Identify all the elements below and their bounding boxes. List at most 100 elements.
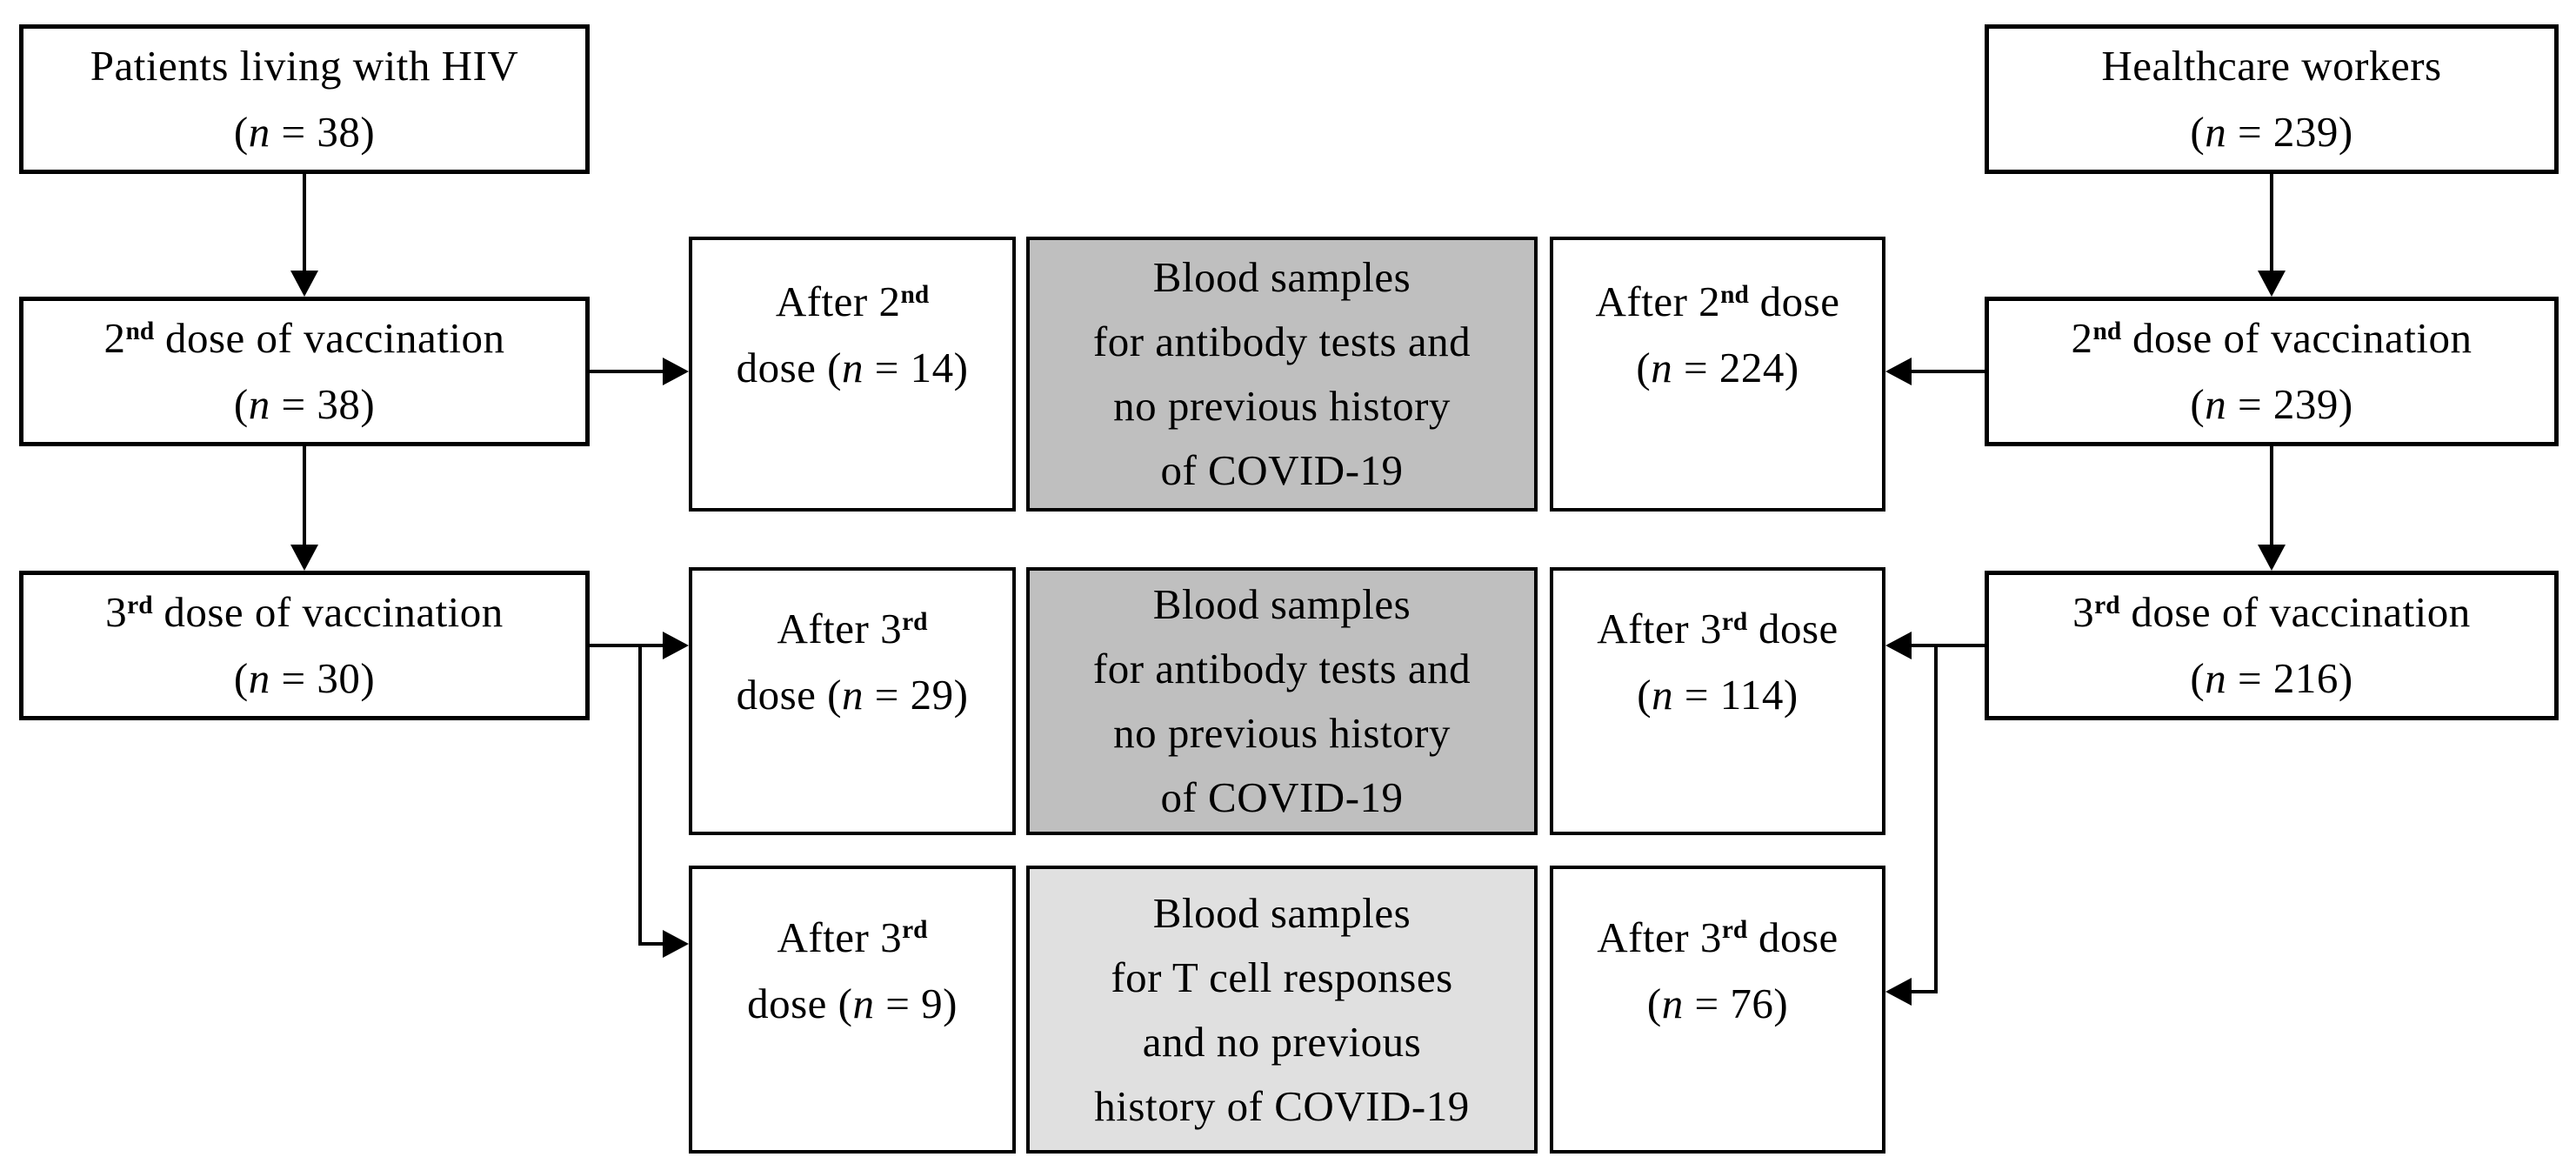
n-variable: n	[841, 671, 864, 719]
title-text: After 2	[1595, 278, 1721, 325]
n-variable: n	[248, 380, 270, 428]
ordinal-suffix: nd	[1720, 280, 1749, 309]
arrow-hiv-dose2-to-dose3	[290, 446, 318, 571]
ordinal-number: 3	[2072, 588, 2095, 636]
paren-open: (	[1636, 344, 1652, 391]
sample-line: history of COVID-19	[1094, 1081, 1470, 1130]
arrow-hcw-cohort-to-dose2	[2258, 174, 2286, 297]
n-value: = 239)	[2226, 108, 2353, 156]
ordinal-suffix: rd	[127, 591, 153, 619]
box-title: After 3rd dose	[1597, 596, 1839, 662]
sample-line: Blood samples	[1152, 888, 1411, 937]
box-hcw-after-dose3-antibody: After 3rd dose (n = 114)	[1550, 567, 1885, 835]
arrow-hcw-dose2-to-dose3	[2258, 446, 2286, 571]
box-n-count: (n = 114)	[1637, 662, 1798, 728]
box-n-count: dose (n = 9)	[747, 971, 958, 1037]
ordinal-number: 2	[103, 314, 126, 362]
box-title: After 2nd	[776, 269, 929, 335]
arrow-hiv-dose3-to-after-dose3-tcell	[638, 645, 689, 958]
title-text: After 3	[1597, 913, 1722, 961]
sample-line: for antibody tests and	[1092, 645, 1472, 692]
arrow-hiv-cohort-to-dose2	[290, 174, 318, 297]
n-variable: n	[852, 979, 875, 1027]
ordinal-suffix: rd	[902, 916, 928, 945]
dose-paren-open: dose (	[747, 979, 853, 1027]
title-text: After 3	[1597, 605, 1722, 652]
paren-open: (	[1637, 671, 1652, 719]
n-value: = 30)	[270, 654, 376, 702]
title-text-post: dose	[1747, 913, 1839, 961]
n-variable: n	[2205, 108, 2227, 156]
box-hcw-after-dose2: After 2nd dose (n = 224)	[1550, 237, 1885, 512]
box-n-count: (n = 38)	[234, 371, 375, 438]
ordinal-suffix: nd	[125, 317, 155, 345]
title-text: dose of vaccination	[154, 314, 505, 362]
box-title: Healthcare workers	[2101, 42, 2442, 90]
ordinal-suffix: rd	[1721, 916, 1748, 945]
n-value: = 14)	[863, 344, 969, 391]
box-title: Patients living with HIV	[90, 42, 519, 90]
ordinal-suffix: rd	[902, 607, 928, 636]
n-variable: n	[248, 108, 270, 156]
paren-open: (	[233, 654, 249, 702]
paren-open: (	[233, 108, 249, 156]
arrow-hcw-dose2-to-after-dose2	[1885, 358, 1985, 385]
box-blood-samples-antibody-row1: Blood samples for antibody tests and no …	[1026, 237, 1538, 512]
title-text-post: dose	[1748, 278, 1840, 325]
box-hiv-after-dose3-antibody: After 3rd dose (n = 29)	[689, 567, 1016, 835]
box-title: 2nd dose of vaccination	[104, 305, 505, 371]
box-title: 3rd dose of vaccination	[105, 579, 504, 645]
ordinal-suffix: nd	[2092, 317, 2122, 345]
n-value: = 239)	[2226, 380, 2353, 428]
sample-line: for antibody tests and	[1092, 318, 1472, 365]
box-hiv-after-dose3-tcell: After 3rd dose (n = 9)	[689, 866, 1016, 1154]
n-variable: n	[841, 344, 864, 391]
n-variable: n	[2205, 380, 2227, 428]
ordinal-suffix: rd	[2094, 591, 2120, 619]
ordinal-suffix: nd	[900, 280, 930, 309]
box-hiv-after-dose2: After 2nd dose (n = 14)	[689, 237, 1016, 512]
sample-line: no previous history	[1113, 382, 1451, 430]
box-patients-hiv-cohort: Patients living with HIV (n = 38)	[19, 24, 590, 174]
n-value: = 216)	[2226, 654, 2353, 702]
box-title: After 3rd	[777, 905, 927, 971]
sample-line: for T cell responses	[1111, 953, 1453, 1001]
box-hiv-dose2: 2nd dose of vaccination (n = 38)	[19, 297, 590, 446]
box-n-count: dose (n = 29)	[737, 662, 969, 728]
box-n-count: (n = 239)	[2190, 99, 2352, 165]
box-hiv-dose3: 3rd dose of vaccination (n = 30)	[19, 571, 590, 720]
box-n-count: (n = 38)	[234, 99, 375, 165]
paren-open: (	[1646, 979, 1662, 1027]
box-title: After 3rd dose	[1597, 905, 1839, 971]
ordinal-number: 3	[105, 588, 128, 636]
box-n-count: (n = 76)	[1647, 971, 1788, 1037]
n-value: = 224)	[1672, 344, 1799, 391]
sample-line: of COVID-19	[1160, 773, 1404, 821]
box-n-count: (n = 30)	[234, 645, 375, 712]
box-n-count: (n = 216)	[2190, 645, 2352, 712]
title-text: dose of vaccination	[152, 588, 504, 636]
arrow-hcw-dose3-to-after-dose3-tcell	[1885, 645, 1938, 1006]
sample-line: of COVID-19	[1160, 446, 1404, 494]
box-hcw-dose2: 2nd dose of vaccination (n = 239)	[1985, 297, 2559, 446]
sample-line: Blood samples	[1152, 253, 1411, 301]
box-title: 2nd dose of vaccination	[2072, 305, 2473, 371]
arrow-hiv-dose2-to-after-dose2	[590, 358, 689, 385]
ordinal-number: 2	[2071, 314, 2093, 362]
ordinal-suffix: rd	[1721, 607, 1748, 636]
paren-open: (	[2190, 380, 2206, 428]
title-text: After 3	[777, 605, 903, 652]
box-title: After 3rd	[777, 596, 927, 662]
arrow-hcw-dose3-to-after-dose3-antibody	[1885, 632, 1985, 659]
n-variable: n	[1651, 344, 1673, 391]
n-variable: n	[1652, 671, 1674, 719]
box-title: After 2nd dose	[1596, 269, 1840, 335]
n-value: = 38)	[270, 380, 376, 428]
n-value: = 29)	[863, 671, 969, 719]
box-n-count: (n = 239)	[2190, 371, 2352, 438]
box-n-count: (n = 224)	[1636, 335, 1799, 401]
n-variable: n	[248, 654, 270, 702]
dose-paren-open: dose (	[736, 344, 842, 391]
title-text: After 2	[775, 278, 901, 325]
